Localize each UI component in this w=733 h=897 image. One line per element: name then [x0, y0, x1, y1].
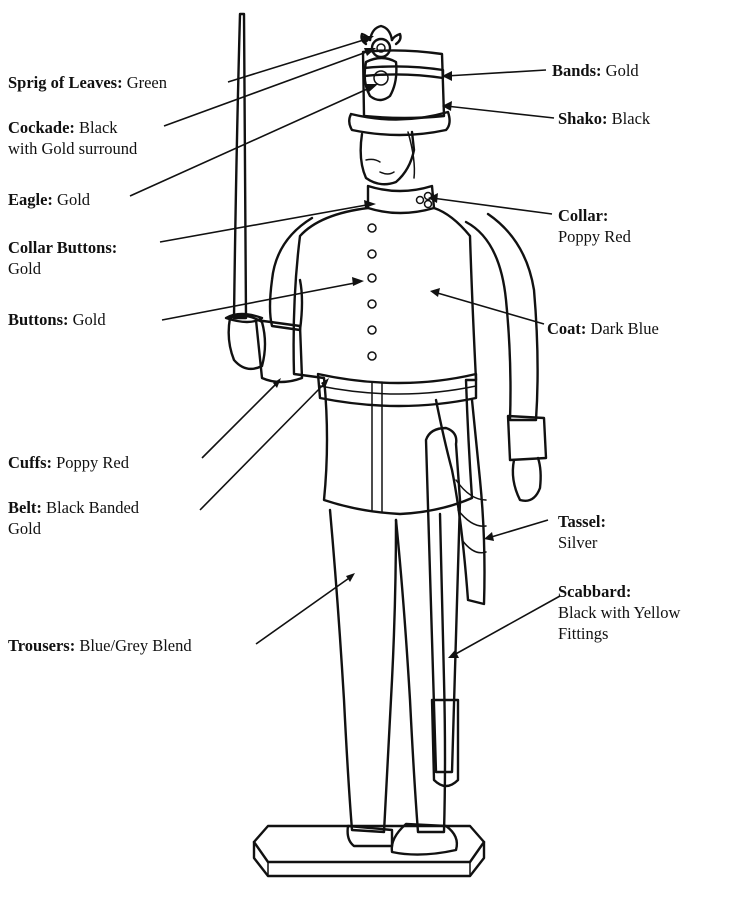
- callout-coat: Coat: Dark Blue: [547, 318, 659, 339]
- callout-part: Collar:: [558, 206, 608, 225]
- callout-belt: Belt: Black Banded Gold: [8, 497, 139, 539]
- callout-trousers: Trousers: Blue/Grey Blend: [8, 635, 192, 656]
- callout-color: Green: [127, 73, 167, 92]
- callout-collar: Collar: Poppy Red: [558, 205, 631, 247]
- callout-color: Dark Blue: [591, 319, 659, 338]
- callout-collar-buttons: Collar Buttons: Gold: [8, 237, 117, 279]
- callout-part: Scabbard:: [558, 582, 631, 601]
- callout-part: Trousers:: [8, 636, 75, 655]
- coat: [294, 208, 476, 514]
- callout-color-line2: Gold: [8, 259, 41, 278]
- callout-part: Cuffs:: [8, 453, 52, 472]
- callout-color: Poppy Red: [56, 453, 129, 472]
- callout-part: Belt:: [8, 498, 42, 517]
- belt: [318, 374, 476, 406]
- callout-scabbard: Scabbard: Black with Yellow Fittings: [558, 581, 680, 644]
- callout-color: Black: [79, 118, 118, 137]
- callout-color: Black: [612, 109, 651, 128]
- callout-bands: Bands: Gold: [552, 60, 639, 81]
- callout-part: Cockade:: [8, 118, 75, 137]
- boots: [348, 824, 457, 855]
- callout-color-line2: with Gold surround: [8, 139, 137, 158]
- callout-part: Shako:: [558, 109, 608, 128]
- callout-color-line2: Silver: [558, 533, 597, 552]
- leader-lines: [130, 36, 560, 658]
- callout-sprig-of-leaves: Sprig of Leaves: Green: [8, 72, 167, 93]
- callout-color-line2: Poppy Red: [558, 227, 631, 246]
- callout-color: Gold: [73, 310, 106, 329]
- callout-color-line2: Gold: [8, 519, 41, 538]
- shako: [349, 26, 449, 135]
- callout-cockade: Cockade: Black with Gold surround: [8, 117, 137, 159]
- callout-part: Tassel:: [558, 512, 606, 531]
- callout-part: Eagle:: [8, 190, 53, 209]
- callout-buttons: Buttons: Gold: [8, 309, 106, 330]
- callout-color-line3: Fittings: [558, 624, 608, 643]
- callout-part: Sprig of Leaves:: [8, 73, 123, 92]
- callout-part: Collar Buttons:: [8, 238, 117, 257]
- callout-part: Buttons:: [8, 310, 69, 329]
- callout-shako: Shako: Black: [558, 108, 650, 129]
- callout-color-line2: Black with Yellow: [558, 603, 680, 622]
- trousers: [330, 510, 445, 832]
- callout-tassel: Tassel: Silver: [558, 511, 606, 553]
- callout-part: Coat:: [547, 319, 586, 338]
- callout-color: Black Banded: [46, 498, 139, 517]
- callout-color: Gold: [606, 61, 639, 80]
- callout-color: Blue/Grey Blend: [79, 636, 191, 655]
- head: [361, 132, 415, 184]
- callout-part: Bands:: [552, 61, 602, 80]
- callout-eagle: Eagle: Gold: [8, 189, 90, 210]
- callout-color: Gold: [57, 190, 90, 209]
- callout-cuffs: Cuffs: Poppy Red: [8, 452, 129, 473]
- collar: [368, 186, 434, 213]
- sword: [226, 14, 262, 322]
